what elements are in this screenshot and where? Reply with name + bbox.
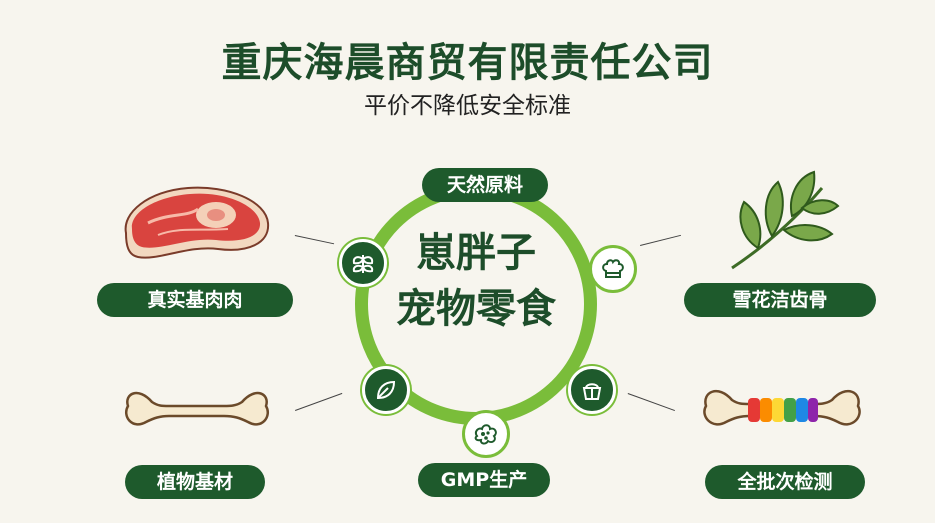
flower-icon [474, 424, 497, 445]
chef-hat-icon [602, 259, 624, 278]
center-title: 崽胖子 宠物零食 [355, 225, 597, 337]
leaves-icon-badge [339, 239, 387, 287]
center-title-line2: 宠物零食 [396, 286, 556, 332]
lunchbox-icon [582, 383, 602, 400]
rainbow-bone-icon [703, 389, 861, 426]
leaf-icon-badge [362, 366, 410, 414]
connector-right-top [640, 234, 681, 246]
steak-icon [124, 186, 270, 259]
pill-real-meat: 真实基肉肉 [97, 283, 293, 317]
leaves-icon [352, 255, 374, 273]
herb-icon [731, 170, 840, 270]
connector-left-top [294, 235, 335, 245]
pill-batch-testing: 全批次检测 [705, 465, 865, 499]
leaf-icon [376, 380, 396, 400]
center-title-line1: 崽胖子 [416, 230, 536, 276]
pill-gmp-production: GMP生产 [418, 463, 550, 497]
chef-hat-icon-badge [589, 245, 637, 293]
pill-plant-based: 植物基材 [125, 465, 265, 499]
tagline: 平价不降低安全标准 [364, 93, 571, 119]
flower-icon-badge [462, 410, 510, 458]
lunchbox-icon-badge [568, 366, 616, 414]
connector-left-bottom [295, 392, 343, 411]
pill-natural-ingredients: 天然原料 [422, 168, 548, 202]
pill-dental-bone: 雪花洁齿骨 [684, 283, 876, 317]
company-name: 重庆海晨商贸有限责任公司 [221, 40, 714, 86]
connector-right-bottom [627, 393, 675, 412]
bone-icon [125, 391, 269, 426]
